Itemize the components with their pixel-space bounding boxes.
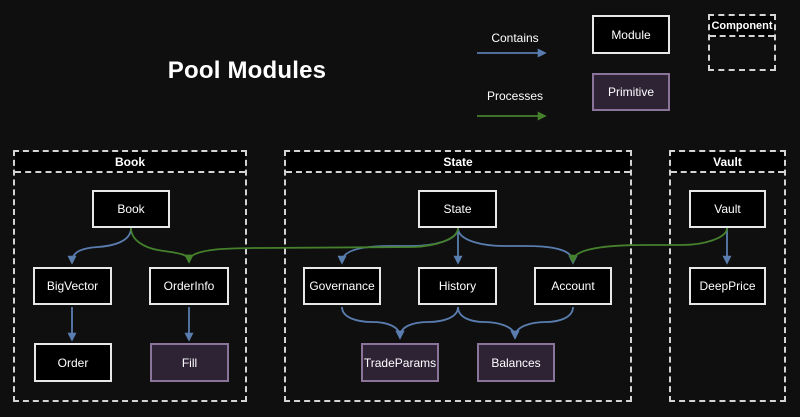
legend-module-box: Module <box>592 15 670 54</box>
node-orderinfo: OrderInfo <box>149 267 229 305</box>
node-fill: Fill <box>150 343 229 382</box>
container-state-header: State <box>286 152 630 173</box>
container-state: State <box>284 150 632 402</box>
node-orderinfo-label: OrderInfo <box>163 279 215 293</box>
legend-component-box: Component <box>708 14 776 71</box>
legend-primitive-label: Primitive <box>607 85 654 99</box>
node-bigvector-label: BigVector <box>46 279 99 293</box>
node-deepprice: DeepPrice <box>689 267 766 305</box>
node-fill-label: Fill <box>181 355 198 370</box>
legend-primitive-box: Primitive <box>592 73 670 111</box>
node-state-label: State <box>443 202 472 216</box>
node-balances-label: Balances <box>491 355 541 370</box>
container-book-header: Book <box>15 152 245 173</box>
node-vault: Vault <box>689 190 766 228</box>
node-bigvector: BigVector <box>33 267 112 305</box>
node-book-label: Book <box>117 202 145 216</box>
node-order-label: Order <box>57 355 89 370</box>
node-history-label: History <box>438 279 477 293</box>
node-account-label: Account <box>551 279 595 293</box>
container-vault-title: Vault <box>713 154 742 169</box>
legend-processes-label: Processes <box>486 89 544 103</box>
node-deepprice-label: DeepPrice <box>699 279 756 293</box>
legend-component-header: Component <box>710 16 774 37</box>
container-book: Book <box>13 150 247 402</box>
legend-contains-label: Contains <box>491 31 539 45</box>
legend-component-label: Component <box>711 19 773 32</box>
page-title: Pool Modules <box>167 57 327 84</box>
node-order: Order <box>34 343 112 382</box>
node-book: Book <box>92 190 170 228</box>
container-vault-header: Vault <box>671 152 784 173</box>
container-state-title: State <box>443 154 473 169</box>
container-vault: Vault <box>669 150 786 402</box>
node-vault-label: Vault <box>714 202 741 216</box>
node-tradeparams: TradeParams <box>361 343 439 382</box>
node-history: History <box>418 267 497 305</box>
legend-module-label: Module <box>611 27 651 42</box>
node-governance: Governance <box>303 267 381 305</box>
node-governance-label: Governance <box>309 279 375 293</box>
node-tradeparams-label: TradeParams <box>363 355 437 370</box>
container-book-title: Book <box>115 154 145 169</box>
node-state: State <box>418 190 497 228</box>
node-account: Account <box>534 267 612 305</box>
node-balances: Balances <box>477 343 555 382</box>
